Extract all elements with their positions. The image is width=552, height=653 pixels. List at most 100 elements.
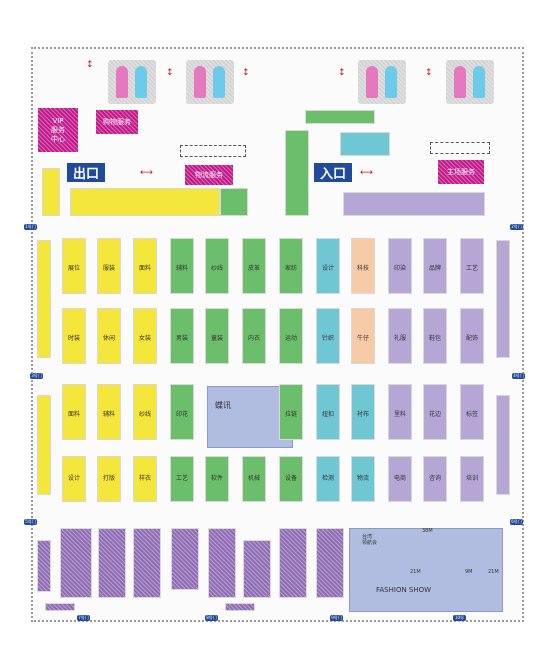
booth-label: 里料 bbox=[393, 411, 406, 418]
restroom-4 bbox=[446, 60, 494, 104]
booth-label: 设计 bbox=[67, 475, 80, 482]
size-9m: 9M bbox=[465, 569, 473, 575]
booth-label: 服装 bbox=[102, 265, 115, 272]
booth-label: 配饰 bbox=[465, 335, 478, 342]
booth-r4-8: 检测 bbox=[316, 456, 340, 502]
booth-label: 印染 bbox=[393, 265, 406, 272]
booth-label: 咨询 bbox=[428, 475, 441, 482]
booth-label: 打版 bbox=[102, 475, 115, 482]
door-7[interactable]: 7号门 bbox=[77, 615, 90, 621]
booth-label: 样衣 bbox=[138, 475, 151, 482]
door-8[interactable]: 8号门 bbox=[205, 615, 218, 621]
booth-label: 礼服 bbox=[393, 335, 406, 342]
booth-r1-7: 家纺 bbox=[279, 238, 303, 294]
booth-r2-5: 童装 bbox=[205, 308, 229, 364]
booth-label: 牛仔 bbox=[356, 335, 369, 342]
red-arrow-2: ↕ bbox=[166, 68, 174, 78]
xunxun-label: 蝶讯 bbox=[215, 401, 231, 410]
booth-label: 男装 bbox=[175, 335, 188, 342]
booth-r1-5: 纱线 bbox=[205, 238, 229, 294]
booth-label: 内衣 bbox=[247, 335, 260, 342]
booth-r1-10: 印染 bbox=[388, 238, 412, 294]
booth-r2-11: 鞋包 bbox=[423, 308, 447, 364]
booth-label: 电商 bbox=[393, 475, 406, 482]
size-38m: 38M bbox=[422, 528, 433, 534]
side-column-left-upper bbox=[37, 240, 51, 358]
restroom-1 bbox=[108, 60, 156, 104]
booth-label: 工艺 bbox=[175, 475, 188, 482]
booth-label: 检测 bbox=[321, 475, 334, 482]
exit-arrow: ⟷ bbox=[140, 168, 153, 178]
booth-label: 衬布 bbox=[356, 411, 369, 418]
booth-r4-4: 工艺 bbox=[170, 456, 194, 502]
door-10[interactable]: 10号门 bbox=[453, 615, 466, 626]
booth-r1-6: 皮革 bbox=[242, 238, 266, 294]
door-6[interactable]: 6号门 bbox=[510, 519, 523, 525]
exit-sign: 出口 bbox=[67, 163, 105, 182]
booth-label: 科技 bbox=[356, 265, 369, 272]
door-2[interactable]: 2号门 bbox=[510, 224, 523, 230]
door-1[interactable]: 1号门 bbox=[24, 224, 37, 230]
bottom-booth-4 bbox=[171, 528, 199, 590]
booth-r4-6: 机械 bbox=[242, 456, 266, 502]
taiwan-pavilion bbox=[349, 528, 503, 612]
taiwan-label: 台湾 领航会 bbox=[362, 534, 378, 546]
red-arrow-4: ↕ bbox=[338, 68, 346, 78]
booth-label: 针织 bbox=[321, 335, 334, 342]
booth-label: 童装 bbox=[210, 335, 223, 342]
side-column-right-lower bbox=[496, 395, 510, 495]
restroom-2 bbox=[186, 60, 234, 104]
booth-r4-9: 物流 bbox=[351, 456, 375, 502]
entrance-sign: 入口 bbox=[314, 163, 352, 182]
size-21m-a: 21M bbox=[410, 569, 421, 575]
booth-r3-12: 标签 bbox=[460, 384, 484, 440]
bottom-strip-2 bbox=[225, 603, 255, 611]
booth-r4-11: 咨询 bbox=[423, 456, 447, 502]
booth-r2-8: 针织 bbox=[316, 308, 340, 364]
red-arrow-5: ↕ bbox=[425, 68, 433, 78]
booth-r3-2: 辅料 bbox=[97, 384, 121, 440]
booth-r4-12: 培训 bbox=[460, 456, 484, 502]
booth-label: 面料 bbox=[67, 411, 80, 418]
booth-r3-10: 里料 bbox=[388, 384, 412, 440]
bottom-booth-1 bbox=[60, 528, 92, 598]
stairs-left bbox=[180, 145, 246, 157]
booth-r2-4: 男装 bbox=[170, 308, 194, 364]
door-9[interactable]: 9号门 bbox=[330, 615, 343, 621]
booth-r4-3: 样衣 bbox=[133, 456, 157, 502]
booth-r1-8: 设计 bbox=[316, 238, 340, 294]
top-green-left bbox=[220, 188, 248, 216]
booth-label: 家纺 bbox=[284, 265, 297, 272]
bottom-booth-7 bbox=[279, 528, 307, 598]
booth-r2-7: 运动 bbox=[279, 308, 303, 364]
door-3[interactable]: 3号门 bbox=[30, 373, 43, 379]
booth-r1-1: 展位 bbox=[62, 238, 86, 294]
door-5[interactable]: 5号门 bbox=[24, 519, 37, 525]
bottom-booth-2 bbox=[98, 528, 126, 598]
booth-r1-11: 品牌 bbox=[423, 238, 447, 294]
side-column-left-lower bbox=[37, 395, 51, 495]
booth-r1-12: 工艺 bbox=[460, 238, 484, 294]
top-strip-right bbox=[343, 192, 485, 216]
booth-label: 女装 bbox=[138, 335, 151, 342]
door-4[interactable]: 4号门 bbox=[512, 373, 525, 379]
booth-label: 辅料 bbox=[102, 411, 115, 418]
booth-r2-1: 时装 bbox=[62, 308, 86, 364]
bottom-booth-6 bbox=[243, 540, 271, 598]
promo-service: 主场服务 bbox=[438, 160, 484, 184]
booth-r4-1: 设计 bbox=[62, 456, 86, 502]
bottom-booth-5 bbox=[208, 528, 236, 598]
booth-r3-3: 纱线 bbox=[133, 384, 157, 440]
bottom-strip-1 bbox=[45, 603, 75, 611]
blue-top-center bbox=[340, 132, 390, 156]
booth-label: 物流 bbox=[356, 475, 369, 482]
booth-r1-9: 科技 bbox=[351, 238, 375, 294]
booth-r3-8: 纽扣 bbox=[316, 384, 340, 440]
size-21m-b: 21M bbox=[488, 569, 499, 575]
booth-label: 运动 bbox=[284, 335, 297, 342]
side-booth-top-left bbox=[42, 168, 60, 216]
booth-r2-10: 礼服 bbox=[388, 308, 412, 364]
booth-label: 面料 bbox=[138, 265, 151, 272]
booth-r2-12: 配饰 bbox=[460, 308, 484, 364]
logistics-service: 物流服务 bbox=[185, 165, 233, 185]
